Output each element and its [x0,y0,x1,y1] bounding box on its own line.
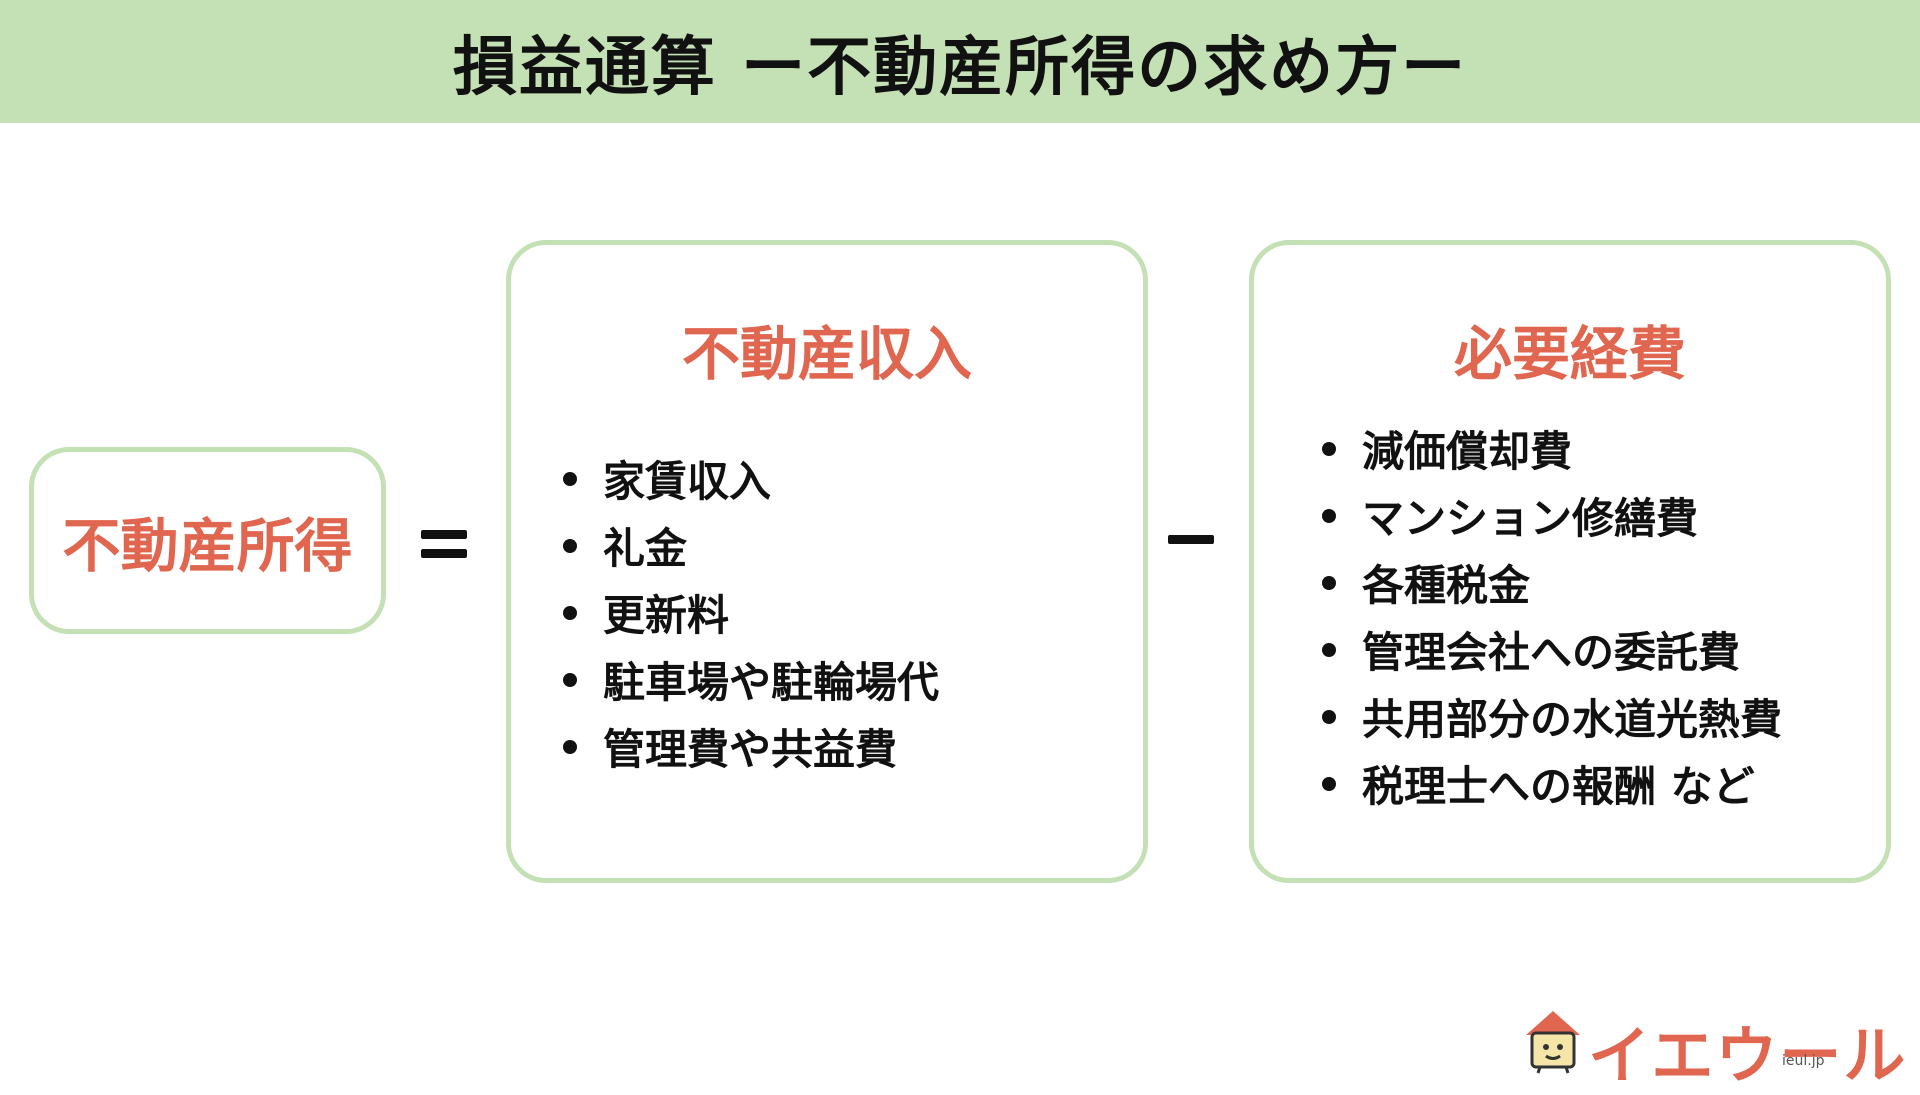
brand-logo: イエウール ieul.jp [1520,1005,1905,1092]
bullet-icon [1322,709,1336,724]
house-mascot-icon [1526,1011,1580,1074]
equals-bar-top [421,530,467,539]
bullet-icon [1322,441,1336,456]
expense-list: 減価償却費 マンション修繕費 各種税金 管理会社への委託費 共用部分の水道光熱費… [1322,415,1782,817]
bullet-icon [1322,776,1336,791]
list-item: 税理士への報酬 など [1322,750,1782,817]
list-item: 更新料 [563,579,939,646]
list-item-label: 駐車場や駐輪場代 [603,658,940,707]
list-item: 各種税金 [1322,549,1782,616]
result-label: 不動産所得 [62,511,353,580]
list-item: マンション修繕費 [1322,482,1782,549]
bullet-icon [563,672,577,687]
page-title: 損益通算 ー不動産所得の求め方ー [452,30,1468,105]
equals-sign [421,530,467,558]
minus-sign [1168,535,1214,544]
equals-bar-bottom [421,549,467,558]
list-item-label: 管理費や共益費 [603,725,898,774]
bullet-icon [563,471,577,486]
bullet-icon [1322,642,1336,657]
result-box: 不動産所得 [29,447,386,634]
list-item: 管理費や共益費 [563,713,939,780]
list-item: 減価償却費 [1322,415,1782,482]
list-item: 駐車場や駐輪場代 [563,646,939,713]
brand-name: イエウール [1588,1019,1908,1092]
list-item-label: 減価償却費 [1362,427,1573,476]
income-box: 不動産収入 家賃収入 礼金 更新料 駐車場や駐輪場代 管理費や共益費 [506,240,1148,883]
list-item-label: 礼金 [603,524,688,573]
bullet-icon [563,538,577,553]
bullet-icon [1322,508,1336,523]
expense-heading: 必要経費 [1453,320,1686,388]
list-item: 管理会社への委託費 [1322,616,1782,683]
list-item-label: 更新料 [603,591,730,640]
list-item: 家賃収入 [563,445,939,512]
brand-domain: ieul.jp [1782,1053,1825,1069]
bullet-icon [1322,575,1336,590]
list-item: 共用部分の水道光熱費 [1322,683,1782,750]
expense-box: 必要経費 減価償却費 マンション修繕費 各種税金 管理会社への委託費 共用部分の… [1249,240,1891,883]
list-item-label: マンション修繕費 [1362,494,1699,543]
bullet-icon [563,605,577,620]
list-item-label: 家賃収入 [603,457,772,506]
header-bar: 損益通算 ー不動産所得の求め方ー [0,0,1920,123]
income-heading: 不動産収入 [681,320,972,388]
list-item-label: 管理会社への委託費 [1362,628,1741,677]
bullet-icon [563,739,577,754]
list-item-label: 各種税金 [1362,561,1531,610]
list-item-label: 共用部分の水道光熱費 [1362,695,1783,744]
list-item-label: 税理士への報酬 など [1362,762,1755,811]
list-item: 礼金 [563,512,939,579]
income-list: 家賃収入 礼金 更新料 駐車場や駐輪場代 管理費や共益費 [563,445,939,780]
